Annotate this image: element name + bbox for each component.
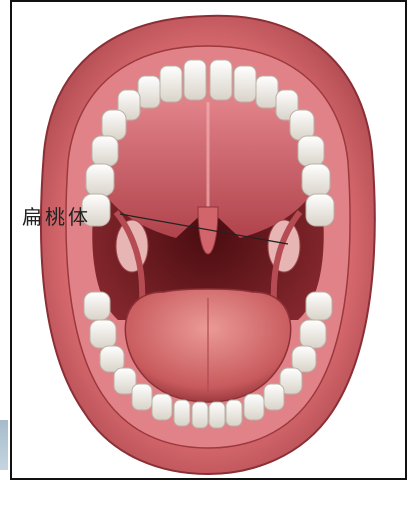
edge-artifact <box>0 420 8 470</box>
mouth-illustration <box>12 2 405 478</box>
tonsil-label: 扁桃体 <box>22 201 91 230</box>
